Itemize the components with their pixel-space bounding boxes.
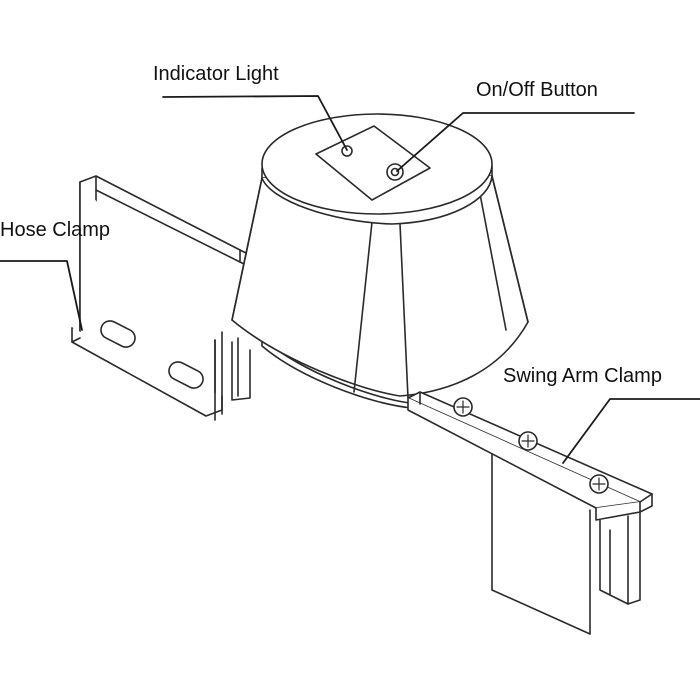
hose-clamp-slot [100,320,136,348]
screw-icon [518,431,538,451]
screw-icon [453,397,473,417]
indicator-light-icon [341,145,353,157]
indicator-light-leader [162,95,348,151]
on-off-button-label: On/Off Button [476,79,598,101]
swing-arm-clamp-leader [562,398,700,464]
hose-clamp [71,175,251,421]
swing-arm-clamp-label: Swing Arm Clamp [503,365,662,387]
indicator-light-label: Indicator Light [153,63,279,85]
swing-arm-clamp [407,391,653,635]
hose-clamp-leader [0,260,83,331]
screw-icon [589,474,609,494]
motor-body [231,113,529,409]
hose-clamp-label: Hose Clamp [0,219,111,241]
hose-clamp-slot [168,361,204,389]
callout-leaders [0,95,700,464]
on-off-button-leader [396,112,635,172]
